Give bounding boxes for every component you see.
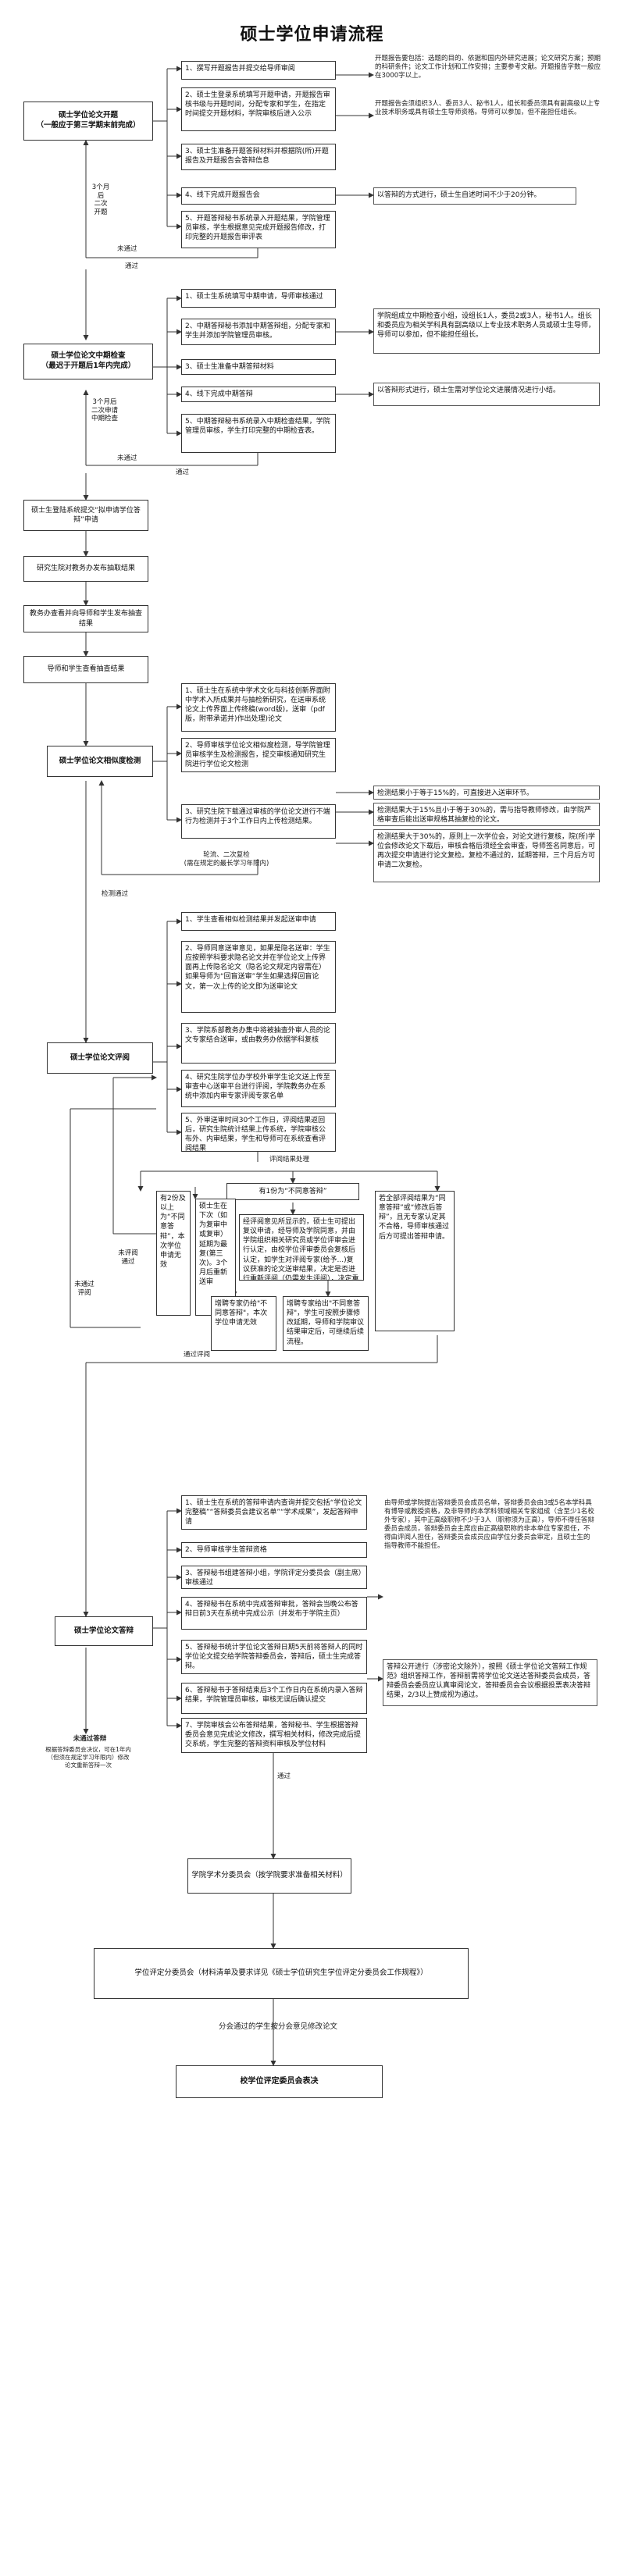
midterm-fail-label: 未通过 xyxy=(117,454,137,462)
similarity-step-3: 3、研究生院下载通过审核的学位论文进行不端行为检测并于3个工作日内上传检测结果。 xyxy=(181,804,336,839)
proposal-step-4: 4、线下完成开题报告会 xyxy=(181,187,336,205)
similarity-step-2: 2、导师审核学位论文相似度检测，导学院管理员审核学生及检测报告，提交审核通知研究… xyxy=(181,738,336,772)
publish-sampling-box: 教务办查看并向导师和学生发布抽查结果 xyxy=(23,605,148,632)
midterm-loop-label: 3个月后 二次申请 中期检查 xyxy=(91,398,118,423)
branch-all-pass: 若全部评阅结果为“同意答辩”或“修改后答辩”，且无专家认定其不合格，导师审核通过… xyxy=(375,1191,455,1331)
review-side-label-1: 未评阅 通过 xyxy=(118,1249,138,1266)
review-step-1: 1、学生查看相似检测结果并发起送审申请 xyxy=(181,912,336,931)
defense-step-3: 3、答辩秘书组建答辩小组，学院评定分委员会（副主席）审核通过 xyxy=(181,1566,367,1589)
review-step-5: 5、外审送审时间30个工作日，评阅结果返回后，研究生院统计结果上传系统，学院审核… xyxy=(181,1113,336,1152)
proposal-note-2: 开题报告会须组织3人、委员3人、秘书1人，组长和委员须具有副高级以上专业技术职务… xyxy=(375,100,601,117)
midterm-step-4: 4、线下完成中期答辩 xyxy=(181,387,336,402)
branch-one-disagree: 有1份为“不同意答辩” xyxy=(226,1183,359,1200)
midterm-note-1: 学院组成立中期检查小组，设组长1人，委员2或3人，秘书1人。组长和委员应为相关学… xyxy=(373,308,600,354)
defense-pass-label: 通过 xyxy=(277,1773,291,1780)
defense-fail-text: 根据答辩委员会决议，可在1年内（但须在规定学习年限内）修改论文重新答辩一次 xyxy=(45,1746,131,1769)
final-between-label: 分会通过的学生按分会意见修改论文 xyxy=(219,2022,338,2031)
defense-step-7: 7、学院审核会公布答辩结果，答辩秘书、学生根据答辩委员会意见完成论文修改，撰写相… xyxy=(181,1718,367,1753)
stage-defense-box: 硕士学位论文答辩 xyxy=(55,1616,153,1646)
midterm-step-3: 3、硕士生准备中期答辩材料 xyxy=(181,359,336,375)
review-step-4: 4、研究生院学位办学校外审学生论文送上传至审查中心送审平台进行评阅，学院教务办在… xyxy=(181,1070,336,1107)
proposal-loop-label: 3个月后 二次 开题 xyxy=(91,183,110,216)
midterm-step-5: 5、中期答辩秘书系统录入中期检查结果，学院管理员审核，学生打印完整的中期检查表。 xyxy=(181,414,336,453)
defense-step-6: 6、答辩秘书于答辩结束后3个工作日内在系统内录入答辩结果，学院管理员审核，审核无… xyxy=(181,1683,367,1714)
similarity-loop-label: 轮流、二次复检 (需在规定的最长学习年限内) xyxy=(184,851,269,868)
similarity-note-3: 检测结果大于30%的，原则上一次学位会，对论文进行复核，院(所)学位会修改论文下… xyxy=(373,829,600,882)
stage-midterm-box: 硕士学位论文中期检查 （最迟于开题后1年内完成） xyxy=(23,344,153,379)
midterm-pass-label: 通过 xyxy=(176,469,190,476)
degree-subcommittee-box: 学位评定分委员会（材料清单及要求详见《硕士学位研究生学位评定分委员会工作规程》） xyxy=(94,1948,469,1999)
proposal-step-2: 2、硕士生登录系统填写开题申请，开题报告审核书级与开题时间，分配专家和学生，在指… xyxy=(181,87,336,131)
branch-appeal: 经评阅意见所显示的，硕士生可提出复议申请，经导师及学院同意，并由学院组织相关研究… xyxy=(239,1214,364,1281)
proposal-step-1: 1、撰写开题报告并提交给导师审阅 xyxy=(181,61,336,80)
defense-step-5: 5、答辩秘书统计学位论文答辩日期5天前将答辩人的同时学位论文提交给学院答辩委员会… xyxy=(181,1640,367,1674)
review-side-label-2: 未通过 评阅 xyxy=(74,1281,94,1297)
stage-proposal-box: 硕士学位论文开题 （一般应于第三学期末前完成） xyxy=(23,102,153,141)
review-pass-label: 通过评阅 xyxy=(184,1351,211,1359)
proposal-note-1: 开题报告要包括：选题的目的、依据和国内外研究进展；论文研究方案；预期的科研条件；… xyxy=(375,55,601,80)
branch-two-disagree: 有2份及以上为“不同意答辩”，本次学位申请无效 xyxy=(156,1191,191,1316)
branch-extra-expert-fail: 增聘专家仍给"不同意答辩"，本次学位申请无效 xyxy=(211,1296,276,1351)
university-committee-box: 校学位评定委员会表决 xyxy=(176,2065,383,2098)
proposal-step-5: 5、开题答辩秘书系统录入开题结果，学院管理员审核，学生根据意见完成开题报告修改，… xyxy=(181,211,336,248)
proposal-fail-label: 未通过 xyxy=(117,245,137,253)
similarity-note-1: 检测结果小于等于15%的，可直接进入送审环节。 xyxy=(373,786,600,800)
proposal-pass-label: 通过 xyxy=(125,262,139,270)
defense-step-2: 2、导师审核学生答辩资格 xyxy=(181,1542,367,1558)
sampling-result-box: 研究生院对教务办发布抽取结果 xyxy=(23,556,148,582)
defense-fail-title: 未通过答辩 xyxy=(73,1735,107,1743)
proposal-note-3: 以答辩的方式进行，硕士生自述时间不少于20分钟。 xyxy=(373,187,576,205)
stage-review-box: 硕士学位论文评阅 xyxy=(47,1042,153,1074)
midterm-step-1: 1、硕士生系统填写中期申请，导师审核通过 xyxy=(181,289,336,308)
page-title: 硕士学位申请流程 xyxy=(240,25,384,45)
view-sampling-box: 导师和学生查看抽查结果 xyxy=(23,656,148,683)
midterm-step-2: 2、中期答辩秘书添加中期答辩组，分配专家和学生并添加学院管理员审核。 xyxy=(181,319,336,345)
similarity-pass-label: 检测通过 xyxy=(102,890,129,898)
apply-defense-box: 硕士生登陆系统提交“拟申请学位答辩”申请 xyxy=(23,500,148,531)
similarity-step-1: 1、硕士生在系统中学术文化与科技创新界面附中学术入所成果并与抽检新研究，在送审系… xyxy=(181,683,336,732)
review-step-2: 2、导师同意送审意见，如果是隐名送审：学生应按照学科要求隐名论文并在学位论文上传… xyxy=(181,941,336,1013)
branch-extra-expert-pass: 增聘专家给出"不同意答辩"，学生可按照步骤修改延期，导师和学院审议结果审定后，可… xyxy=(283,1296,369,1351)
review-step-3: 3、学院系部教务办集中将被抽查外审人员的论文专家结合送审，或由教务办依据学科复核 xyxy=(181,1023,336,1064)
defense-step-1: 1、硕士生在系统的答辩申请内查询并提交包括“学位论文完整稿”“答辩委员会建议名单… xyxy=(181,1495,367,1530)
review-result-label: 评阅结果处理 xyxy=(269,1156,310,1163)
proposal-step-3: 3、硕士生准备开题答辩材料并根据院(所)开题报告及开题报告会答辩信息 xyxy=(181,144,336,170)
defense-step-4: 4、答辩秘书在系统中完成答辩审批，答辩会当晚公布答辩日前3天在系统中完成公示（并… xyxy=(181,1597,367,1630)
college-committee-box: 学院学术分委员会（按学院要求准备相关材料） xyxy=(187,1858,351,1894)
defense-note-1: 由导师或学院提出答辩委员会成员名单，答辩委员会由3或5名本学科具有博导或教授资格… xyxy=(384,1499,594,1551)
defense-note-2: 答辩公开进行（涉密论文除外），按照《硕士学位论文答辩工作规范》组织答辩工作，答辩… xyxy=(383,1659,597,1706)
stage-similarity-box: 硕士学位论文相似度检测 xyxy=(47,746,153,777)
midterm-note-2: 以答辩形式进行，硕士生需对学位论文进展情况进行小结。 xyxy=(373,383,600,406)
similarity-note-2: 检测结果大于15%且小于等于30%的，需与指导教师修改，由学院严格审查后能出送审… xyxy=(373,803,600,826)
